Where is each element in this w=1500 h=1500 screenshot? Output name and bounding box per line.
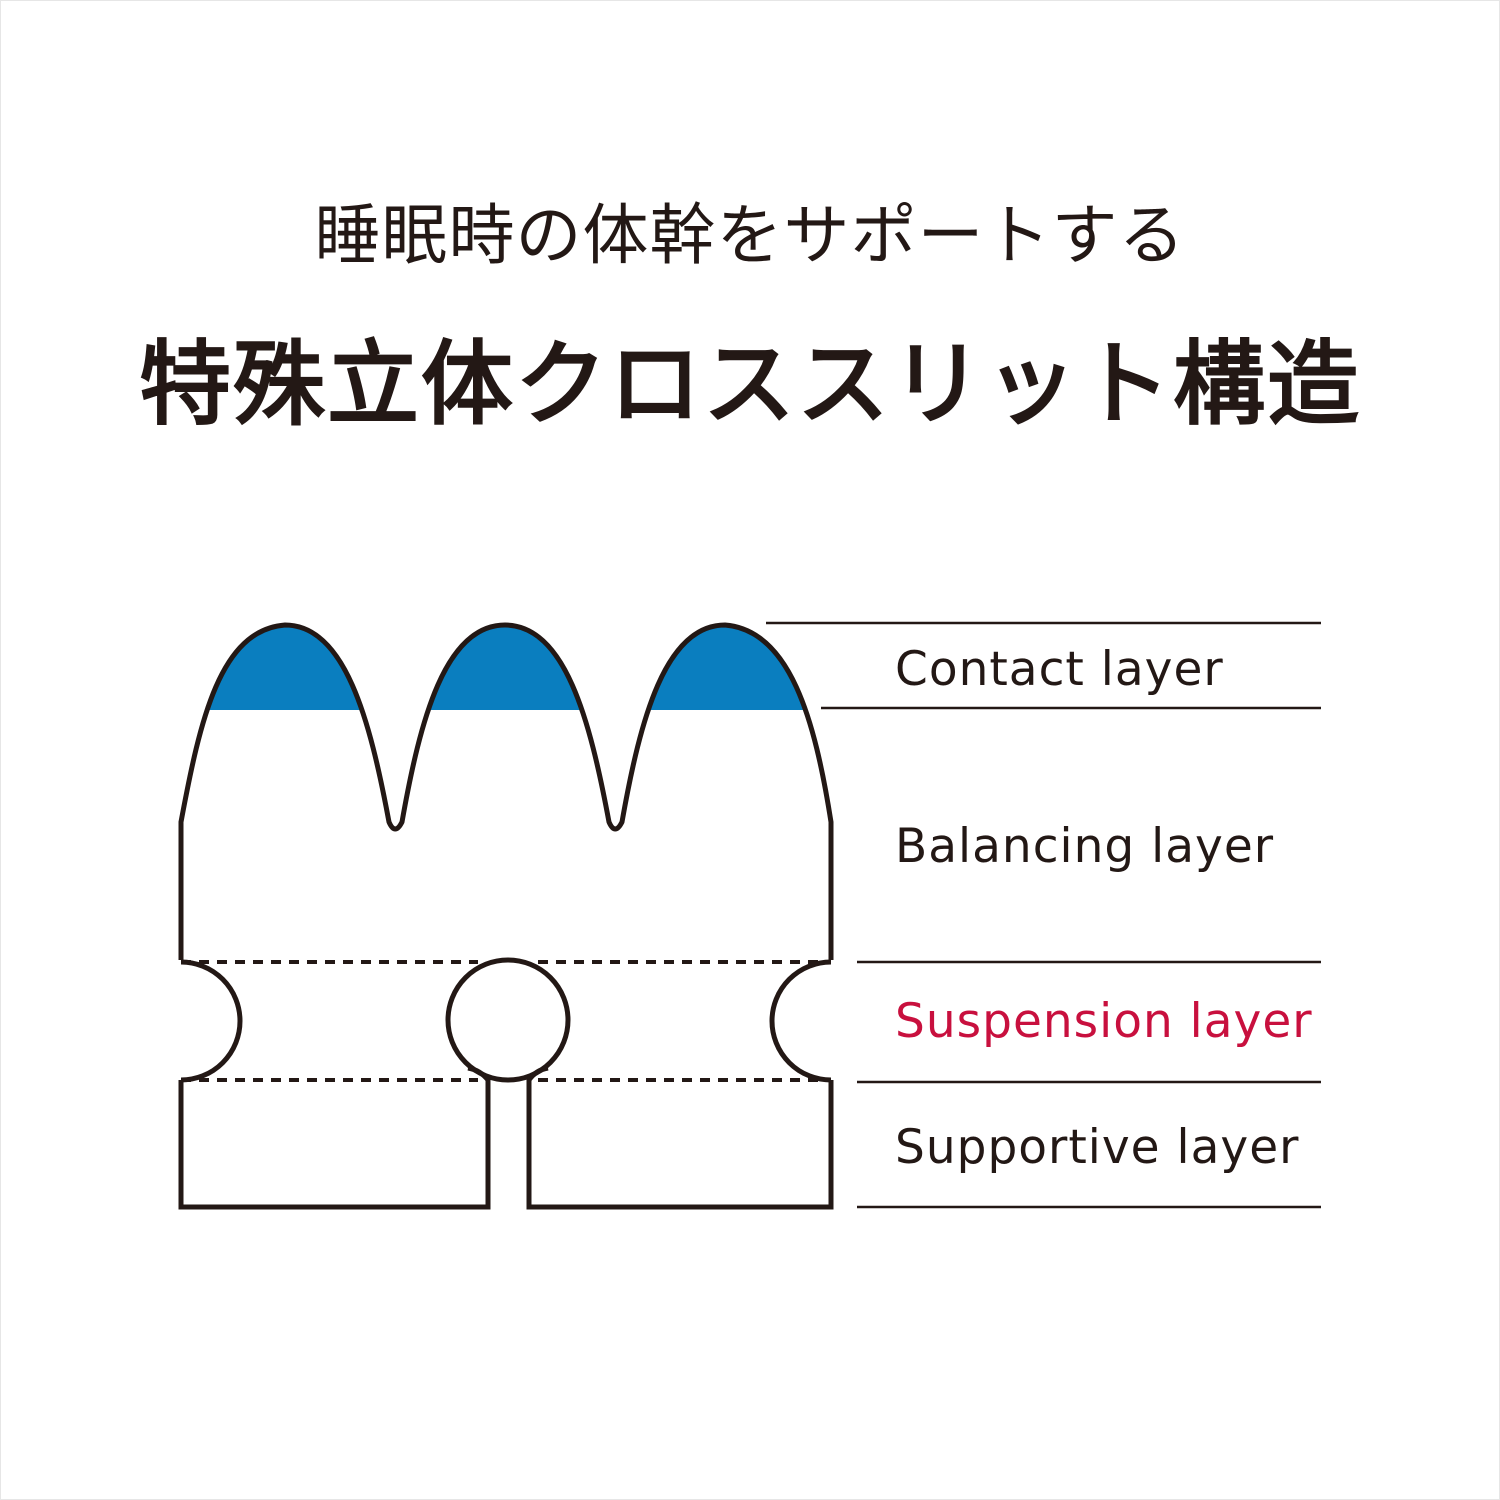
subtitle: 睡眠時の体幹をサポートする bbox=[314, 197, 1186, 274]
right-side-slit bbox=[769, 959, 832, 1083]
left-side-slit bbox=[180, 959, 243, 1083]
supportive-block-right bbox=[526, 1065, 834, 1210]
balancing-layer-label: Balancing layer bbox=[895, 819, 1274, 874]
upper-body-outline bbox=[178, 622, 834, 960]
contact-layer-label: Contact layer bbox=[895, 642, 1224, 697]
supportive-layer-label: Supportive layer bbox=[895, 1120, 1299, 1175]
supportive-block-left bbox=[178, 1065, 491, 1210]
contact-layer-fill bbox=[207, 625, 806, 710]
page-title: 特殊立体クロススリット構造 bbox=[138, 331, 1361, 438]
suspension-layer-label: Suspension layer bbox=[895, 994, 1313, 1049]
center-slit-circle bbox=[445, 957, 571, 1083]
